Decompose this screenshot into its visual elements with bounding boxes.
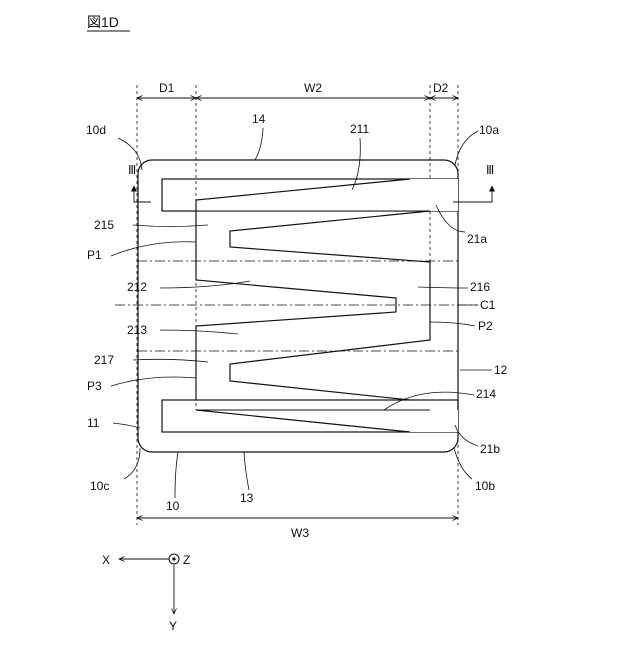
dim-w2-label: W2 xyxy=(304,81,322,95)
leader-214 xyxy=(384,392,474,410)
leader-213 xyxy=(160,330,238,334)
axis-x-label: X xyxy=(102,553,110,567)
label-212: 212 xyxy=(127,280,147,294)
label-10a: 10a xyxy=(479,123,499,137)
label-11: 11 xyxy=(87,416,100,430)
dim-w3-label: W3 xyxy=(291,526,309,540)
label-21a: 21a xyxy=(467,232,487,246)
label-10: 10 xyxy=(166,499,180,513)
label-211: 211 xyxy=(350,122,369,136)
leader-212 xyxy=(160,281,250,288)
label-p1: P1 xyxy=(87,248,102,262)
label-21b: 21b xyxy=(480,442,500,456)
mask-top xyxy=(196,179,458,211)
section-mark-right: Ⅲ xyxy=(486,163,494,177)
leader-10a xyxy=(455,131,478,165)
coil-conductor xyxy=(196,179,430,432)
axis-y-label: Y xyxy=(169,619,177,633)
leader-11 xyxy=(113,423,140,428)
leader-217 xyxy=(133,359,208,362)
leader-215 xyxy=(133,225,208,227)
label-213: 213 xyxy=(127,323,147,337)
leader-13 xyxy=(244,452,249,490)
label-214: 214 xyxy=(476,387,496,401)
mask-bottom xyxy=(196,410,458,432)
leader-211 xyxy=(352,138,360,190)
label-c1: C1 xyxy=(480,298,496,312)
leader-p1 xyxy=(111,242,196,256)
label-14: 14 xyxy=(252,112,266,126)
label-12: 12 xyxy=(494,363,508,377)
label-p2: P2 xyxy=(478,319,493,333)
label-10d: 10d xyxy=(86,123,106,137)
leader-10c xyxy=(124,448,140,479)
leader-10b xyxy=(454,448,472,479)
dim-d2-label: D2 xyxy=(433,81,449,95)
dim-d1-label: D1 xyxy=(159,81,175,95)
label-13: 13 xyxy=(240,491,254,505)
label-216: 216 xyxy=(470,280,490,294)
z-axis-dot-icon xyxy=(172,557,175,560)
axis-z-label: Z xyxy=(183,553,190,567)
section-arrow-right xyxy=(453,186,492,202)
section-mark-left: Ⅲ xyxy=(128,163,136,177)
leader-p2 xyxy=(430,322,475,326)
leader-p3 xyxy=(111,377,196,386)
label-p3: P3 xyxy=(87,379,102,393)
section-arrow-left xyxy=(134,186,151,202)
leader-10 xyxy=(175,452,178,498)
leader-216 xyxy=(418,287,468,288)
leader-14 xyxy=(255,128,263,160)
label-10b: 10b xyxy=(475,479,495,493)
figure-title: 図1D xyxy=(87,14,119,30)
label-10c: 10c xyxy=(90,479,109,493)
label-215: 215 xyxy=(94,218,114,232)
label-217: 217 xyxy=(94,353,114,367)
